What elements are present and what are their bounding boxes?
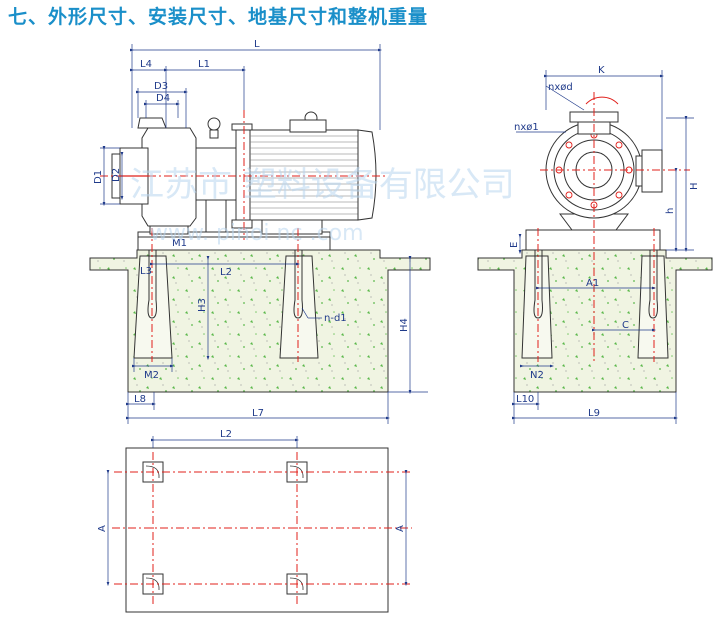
- dim-D1: D1: [93, 170, 104, 184]
- motor-fan-cover: [357, 129, 377, 221]
- dim-L3: L3: [140, 266, 152, 277]
- watermark-cn: 江苏市 塑料设备有限公司: [130, 165, 515, 205]
- front-dimensions: [511, 70, 694, 424]
- dim-M2: M2: [144, 370, 159, 381]
- front-dimension-labels: K nxød nxø1 H h E A1 C N2 L10 L9: [509, 65, 700, 419]
- dim-nxd1: nxø1: [514, 122, 539, 133]
- dim-A1: A1: [586, 278, 599, 289]
- dim-E: E: [509, 242, 520, 248]
- plan-foundation: [125, 447, 389, 613]
- dim-nxd: nxød: [548, 82, 573, 93]
- anchor-bolt-right: [293, 236, 303, 319]
- dim-D4: D4: [156, 93, 170, 104]
- dim-n-d1: n-d1: [324, 313, 347, 324]
- dim-h: h: [665, 208, 676, 214]
- dim-L2: L2: [220, 267, 232, 278]
- dim-L9: L9: [588, 408, 600, 419]
- front-pocket-left: [521, 255, 553, 359]
- motor-terminal-box: [289, 119, 327, 133]
- dim-N2: N2: [530, 370, 544, 381]
- plan-view: [112, 447, 412, 613]
- plan-dimensions: [106, 436, 408, 587]
- bearing-bracket: [195, 147, 237, 201]
- dim-L7: L7: [252, 408, 264, 419]
- side-dimension-labels: L L4 L1 D3 D4 D1 D2 M1 L3 L2 H3 H4 n-d1 …: [93, 39, 410, 419]
- front-view: [477, 92, 713, 393]
- dim-L1: L1: [198, 59, 210, 70]
- dim-C: C: [622, 320, 629, 331]
- watermark-en: www. pinoi nc .com: [150, 221, 364, 246]
- dim-M1: M1: [172, 238, 187, 249]
- side-foundation: [89, 249, 431, 393]
- front-pocket-right: [637, 255, 669, 359]
- dim-D2: D2: [111, 168, 122, 182]
- dim-A-right: A: [395, 525, 406, 532]
- lift-eye-left: [207, 117, 221, 131]
- dim-L: L: [254, 39, 260, 50]
- dim-H: H: [689, 182, 700, 190]
- dim-H3: H3: [197, 298, 208, 312]
- page-title: 七、外形尺寸、安装尺寸、地基尺寸和整机重量: [8, 6, 429, 28]
- plan-dimension-labels: L2 A A: [97, 429, 406, 532]
- dim-L10: L10: [516, 394, 534, 405]
- dim-L8: L8: [134, 394, 146, 405]
- dim-K: K: [598, 65, 605, 76]
- dim-L2-plan: L2: [220, 429, 232, 440]
- dim-H4: H4: [399, 318, 410, 332]
- dim-A-left: A: [97, 525, 108, 532]
- front-base: [525, 229, 661, 251]
- front-foundation: [477, 249, 713, 393]
- motor-body: [249, 129, 359, 221]
- dim-D3: D3: [154, 81, 168, 92]
- side-dimensions: [100, 44, 428, 424]
- anchor-bolt-left: [147, 236, 157, 319]
- bolt-pocket-right: [279, 255, 319, 359]
- side-view: [89, 110, 431, 393]
- dim-L4: L4: [140, 59, 152, 70]
